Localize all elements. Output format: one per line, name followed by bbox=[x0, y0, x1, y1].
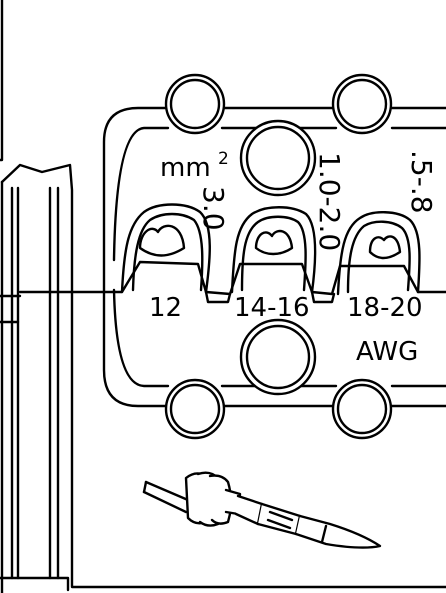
pin-upper bbox=[239, 119, 317, 197]
left-rail bbox=[0, 186, 70, 592]
mm-size-1-0-2-0-label: 1.0-2.0 bbox=[313, 152, 346, 251]
pin-lower bbox=[239, 318, 317, 396]
awg-12-label: 12 bbox=[149, 293, 182, 323]
screw-bottom-left bbox=[164, 378, 226, 440]
mm2-unit-label: mm bbox=[160, 153, 211, 183]
crimp-nest-12 bbox=[120, 203, 232, 304]
screw-bottom-right bbox=[331, 378, 393, 440]
awg-14-16-label: 14-16 bbox=[234, 293, 310, 323]
crimp-nest-18-20 bbox=[336, 211, 421, 296]
awg-18-20-label: 18-20 bbox=[347, 293, 423, 323]
screw-top-left bbox=[164, 73, 226, 135]
screw-top-right bbox=[331, 73, 393, 135]
crimp-nest-14-16 bbox=[230, 206, 336, 304]
die-lower-contour bbox=[102, 260, 446, 296]
mm-size-3-0-label: 3.0 bbox=[197, 186, 230, 231]
mm-size-0-5-0-8-label: .5-.8 bbox=[405, 150, 438, 214]
terminal-contact bbox=[142, 471, 382, 549]
awg-unit-label: AWG bbox=[356, 337, 418, 367]
mm2-superscript: 2 bbox=[218, 149, 229, 169]
